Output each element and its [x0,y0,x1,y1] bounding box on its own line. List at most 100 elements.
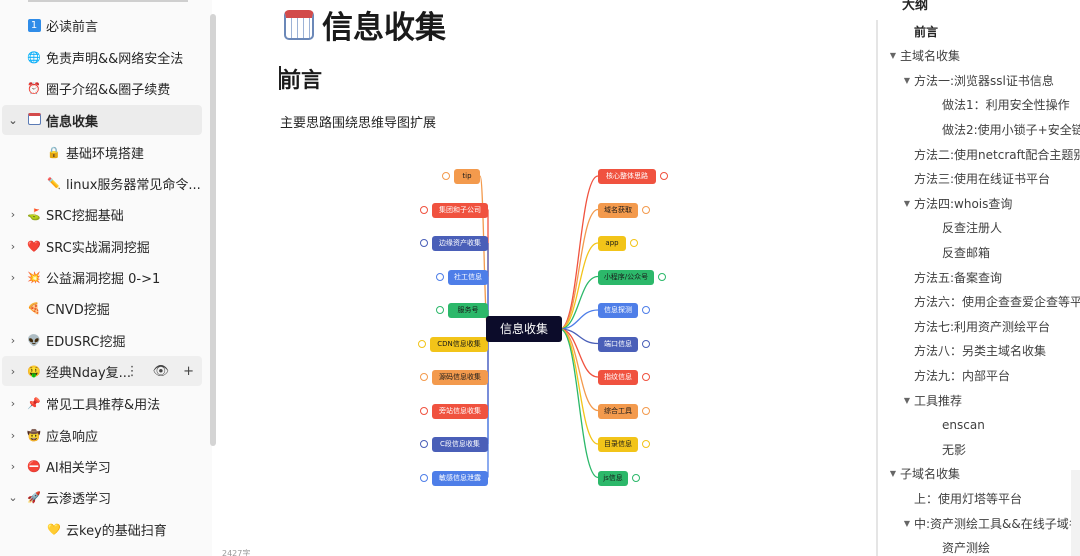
collapse-arrow-icon[interactable]: ▼ [889,51,897,61]
outline-item[interactable]: 方法六：使用企查查爱企查等平 [914,291,1080,313]
collapse-arrow-icon[interactable]: ▼ [903,75,911,85]
outline-item[interactable]: 方法二:使用netcraft配合主题别 [914,143,1080,165]
outline-item[interactable]: 前言 [914,20,938,42]
mindmap-connector [559,242,599,330]
outline-item-label: 方法六：使用企查查爱企查等平 [914,295,1080,310]
money-face-icon: 🤑 [27,364,41,378]
outline-item[interactable]: ▼方法四:whois查询 [902,192,1012,214]
mindmap-collapse-dot [642,373,650,381]
mindmap-connector [559,175,599,330]
mindmap-collapse-dot [420,473,428,482]
mindmap-collapse-dot [420,440,428,448]
mindmap-collapse-dot [658,272,666,281]
chevron-right-icon[interactable]: › [10,239,16,253]
outline-item[interactable]: 资产测绘 [942,537,990,556]
sidebar-item-info-collection[interactable]: ⌄ 信息收集 [2,105,202,135]
sidebar-item-tools[interactable]: › 📌 常见工具推荐&用法 [2,388,202,418]
outline-item-label: 反查邮箱 [942,245,991,260]
outline-item[interactable]: ▼工具推荐 [902,389,962,411]
outline-item[interactable]: ▼方法一:浏览器ssl证书信息 [902,69,1054,91]
outline-item[interactable]: 反查邮箱 [942,241,990,263]
sidebar-item-disclaimer[interactable]: 🌐 免责声明&&网络安全法 [27,50,184,67]
sidebar-item-cnvd[interactable]: 🍕 CNVD挖掘 [27,301,110,318]
mindmap-node: tip [454,169,480,184]
outline-item[interactable]: 方法三:使用在线证书平台 [914,168,1050,190]
outline-item[interactable]: ▼子域名收集 [888,463,960,485]
outline-item[interactable]: 反查注册人 [942,217,1002,239]
sidebar-item-ai[interactable]: › ⛔ AI相关学习 [2,451,202,481]
mindmap-node: 端口信息 [598,336,638,352]
heading-preface[interactable]: 前言 [280,68,322,92]
face-icon: 🤠 [27,428,41,442]
alien-icon: 👽 [27,333,41,347]
outline-item-label: 做法1：利用安全性操作 [942,98,1070,113]
chevron-right-icon[interactable]: › [10,207,16,221]
outline-item[interactable]: 无影 [942,438,966,460]
mindmap-node: 社工信息 [448,269,488,285]
mindmap-node: 指纹信息 [598,370,638,385]
sidebar-item-actions: ⋮ 👁 + [126,356,194,386]
chevron-right-icon[interactable]: › [10,333,16,347]
outline-item-label: 工具推荐 [914,393,963,408]
paragraph[interactable]: 主要思路围绕思维导图扩展 [280,116,437,131]
sidebar-item-circle-intro[interactable]: ⏰ 圈子介绍&&圈子续费 [27,81,171,98]
mindmap-center-node: 信息收集 [486,316,562,342]
mindmap-collapse-dot [642,306,650,314]
page-title: 信息收集 [284,2,446,47]
outline-item-label: 方法九：内部平台 [914,368,1011,383]
mindmap-connector [559,309,599,330]
sidebar-item-src-practice[interactable]: › ❤️ SRC实战漏洞挖掘 [2,231,202,261]
sidebar-item-preface[interactable]: 1 必读前言 [2,10,202,40]
mindmap-connector [559,275,599,330]
outline-item[interactable]: 方法九：内部平台 [914,364,1010,386]
outline-item[interactable]: 方法七:利用资产测绘平台 [914,315,1050,337]
outline-item[interactable]: enscan [942,414,985,436]
outline-item-label: 资产测绘 [942,541,991,556]
outline-item[interactable]: 做法2:使用小锁子+安全链接 [942,118,1080,140]
mindmap-collapse-dot [660,172,668,180]
outline-item[interactable]: ▼中:资产测绘工具&&在线子域名 [902,512,1080,534]
chevron-down-icon[interactable]: ⌄ [8,113,18,127]
sidebar-item-nday[interactable]: › 🤑 经典Nday复... ⋮ 👁 + [2,356,202,386]
sidebar-item-src-basics[interactable]: › ⛳ SRC挖掘基础 [2,199,202,229]
chevron-right-icon[interactable]: › [10,459,16,473]
mindmap-collapse-dot [642,339,650,348]
pushpin-icon: 📌 [27,396,41,410]
mindmap-collapse-dot [630,239,638,247]
eye-icon[interactable]: 👁 [152,363,170,379]
more-options-icon[interactable]: ⋮ [125,363,139,379]
outline-item[interactable]: 做法1：利用安全性操作 [942,94,1070,116]
sidebar-item-public-vuln[interactable]: › 💥 公益漏洞挖掘 0->1 [2,262,202,292]
pizza-icon: 🍕 [27,301,41,315]
sidebar-item-cloud-key[interactable]: 💛 云key的基础扫育 [47,522,167,539]
calendar-icon [26,112,42,128]
sidebar-item-edusrc[interactable]: › 👽 EDUSRC挖掘 [2,325,202,355]
sidebar-item-linux-commands[interactable]: ✏️ linux服务器常见命令... [47,176,201,193]
outline-item[interactable]: 方法五:备案查询 [914,266,1002,288]
mindmap-node: 信息探测 [598,303,638,318]
mindmap-collapse-dot [420,205,428,214]
outline-item[interactable]: 上：使用灯塔等平台 [914,487,1022,509]
collapse-arrow-icon[interactable]: ▼ [903,395,911,405]
collapse-arrow-icon[interactable]: ▼ [903,198,911,208]
sidebar-item-incident-response[interactable]: › 🤠 应急响应 [2,420,202,450]
sidebar-scrollbar[interactable] [210,14,216,446]
mindmap-collapse-dot [442,172,450,180]
collapse-arrow-icon[interactable]: ▼ [889,469,897,479]
outline-item[interactable]: 方法八：另类主域名收集 [914,340,1046,362]
mindmap-collapse-dot [420,406,428,415]
plus-icon[interactable]: + [183,363,194,379]
chevron-down-icon[interactable]: ⌄ [8,490,18,504]
chevron-right-icon[interactable]: › [10,396,16,410]
collapse-arrow-icon[interactable]: ▼ [903,518,911,528]
chevron-right-icon[interactable]: › [10,428,16,442]
outline-item[interactable]: ▼主域名收集 [888,45,960,67]
sidebar-item-cloud-pentest[interactable]: ⌄ 🚀 云渗透学习 [8,490,112,507]
chevron-right-icon[interactable]: › [10,270,16,284]
chevron-right-icon[interactable]: › [10,364,16,378]
outline-item-label: 反查注册人 [942,221,1003,236]
sidebar-item-env-setup[interactable]: 🔒 基础环境搭建 [47,145,145,162]
outline-scrollbar[interactable] [1071,470,1080,556]
